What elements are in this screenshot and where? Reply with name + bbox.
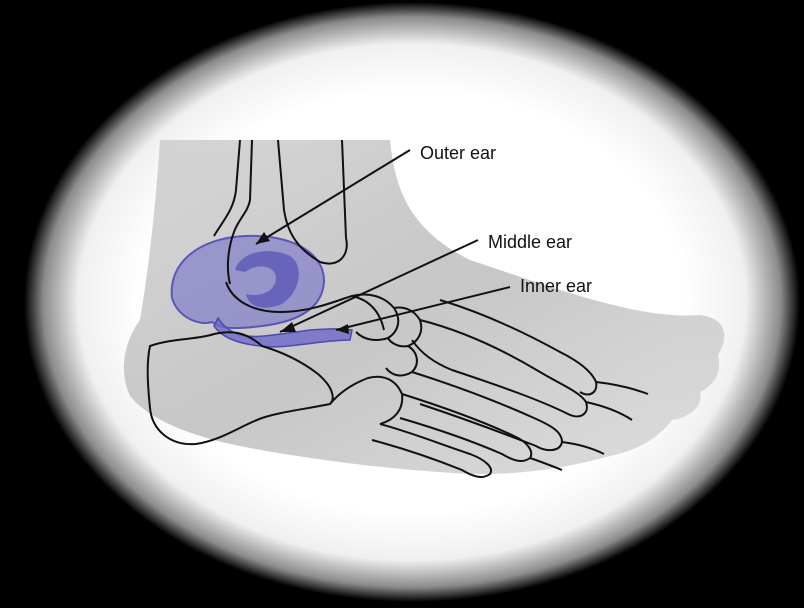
middle-ear-label: Middle ear — [488, 232, 572, 252]
outer-ear-label: Outer ear — [420, 143, 496, 163]
inner-ear-label: Inner ear — [520, 276, 592, 296]
